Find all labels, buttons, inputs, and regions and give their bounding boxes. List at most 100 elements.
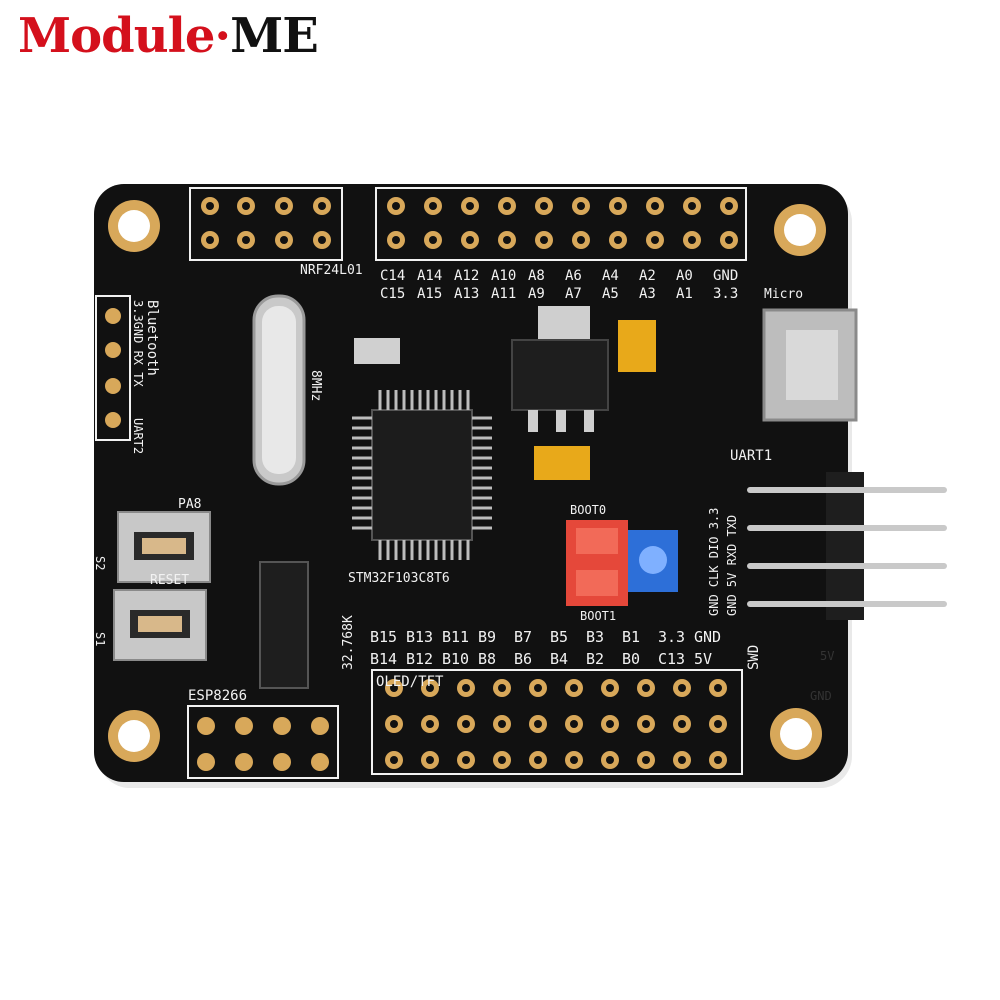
- swd-pins-row2: GND 5V RXD TXD: [725, 515, 739, 616]
- header-pad-hole: [540, 236, 548, 244]
- reset-label: RESET: [150, 573, 189, 588]
- header-pad-hole: [577, 236, 585, 244]
- header-pad-hole: [642, 756, 650, 764]
- header-pad-hole: [392, 202, 400, 210]
- pin-label: A1: [676, 286, 693, 302]
- header-pad-hole: [426, 756, 434, 764]
- uart1-label: UART1: [730, 448, 772, 464]
- bluetooth-header: [95, 295, 131, 441]
- bluetooth-label: Bluetooth: [144, 300, 160, 376]
- pin-label: A8: [528, 268, 545, 284]
- pin-label: C15: [380, 286, 405, 302]
- header-pad-hole: [498, 720, 506, 728]
- header-pad-hole: [606, 684, 614, 692]
- chip-label: STM32F103C8T6: [348, 571, 450, 586]
- boot1-label: BOOT1: [580, 609, 616, 623]
- header-pad-hole: [651, 202, 659, 210]
- bluetooth-pins-label: 3.3GND RX TX: [131, 300, 145, 387]
- pin-label: B10: [442, 650, 469, 668]
- header-pad-hole: [678, 720, 686, 728]
- header-pad-hole: [462, 756, 470, 764]
- top-header: [375, 187, 747, 261]
- 32k-crystal: [259, 561, 309, 689]
- crystal2-label: 32.768K: [341, 615, 356, 670]
- header-pad-hole: [570, 720, 578, 728]
- pin-label: 3.3: [713, 286, 738, 302]
- 5v-label: 5V: [820, 649, 834, 663]
- voltage-regulator: [511, 306, 609, 432]
- header-pad-hole: [678, 684, 686, 692]
- header-pad-hole: [534, 720, 542, 728]
- brand-logo-part1: Module: [18, 8, 215, 64]
- header-pad-hole: [429, 202, 437, 210]
- pin-label: GND: [694, 628, 721, 646]
- crystal-label: 8MHz: [308, 370, 323, 401]
- button-pa8: [117, 511, 211, 583]
- header-pad-hole: [534, 756, 542, 764]
- swd-label: SWD: [746, 645, 762, 670]
- boot0-label: BOOT0: [570, 503, 606, 517]
- nrf-header: [189, 187, 343, 261]
- header-pad-hole: [577, 202, 585, 210]
- header-pad-hole: [714, 720, 722, 728]
- header-pad-hole: [390, 756, 398, 764]
- s2-label: S2: [93, 556, 107, 570]
- pin-label: 3.3: [658, 628, 685, 646]
- header-pad-hole: [390, 684, 398, 692]
- header-pad-hole: [688, 236, 696, 244]
- pin-label: A9: [528, 286, 545, 302]
- esp-header: [187, 705, 339, 779]
- pin-label: A6: [565, 268, 582, 284]
- header-pad-hole: [725, 236, 733, 244]
- pin-label: A12: [454, 268, 479, 284]
- header-pad-hole: [642, 720, 650, 728]
- pin-label: B0: [622, 650, 640, 668]
- pin-label: B7: [514, 628, 532, 646]
- pin-label: B12: [406, 650, 433, 668]
- pin-label: C13: [658, 650, 685, 668]
- brand-logo-part2: ME: [230, 8, 319, 64]
- pin-label: B5: [550, 628, 568, 646]
- header-pad-hole: [466, 236, 474, 244]
- pin-label: B9: [478, 628, 496, 646]
- button-reset: [113, 589, 207, 661]
- mounting-holes: [108, 200, 826, 762]
- boot-jumpers: [566, 520, 678, 606]
- pin-label: A2: [639, 268, 656, 284]
- pin-label: A3: [639, 286, 656, 302]
- header-pad-hole: [426, 684, 434, 692]
- header-pad-hole: [714, 684, 722, 692]
- crystal-8mhz: [252, 294, 306, 486]
- header-pad-hole: [540, 202, 548, 210]
- pin-label: B1: [622, 628, 640, 646]
- pin-label: B8: [478, 650, 496, 668]
- tantalum-capacitor: [618, 320, 656, 372]
- gnd-label: GND: [810, 689, 832, 703]
- pin-label: C14: [380, 268, 405, 284]
- tantalum-capacitor-2: [534, 446, 590, 480]
- pin-label: 5V: [694, 650, 712, 668]
- header-pad-hole: [614, 236, 622, 244]
- pin-label: A7: [565, 286, 582, 302]
- header-pad-hole: [390, 720, 398, 728]
- pin-label: A5: [602, 286, 619, 302]
- header-pad-hole: [614, 202, 622, 210]
- uart2-label: UART2: [131, 418, 145, 454]
- pin-label: B11: [442, 628, 469, 646]
- pin-label: GND: [713, 268, 738, 284]
- pin-label: A4: [602, 268, 619, 284]
- brand-logo: Module·ME: [18, 8, 319, 64]
- uart-pin-header: [747, 472, 947, 620]
- micro-label: Micro: [764, 287, 803, 302]
- esp-label: ESP8266: [188, 688, 247, 704]
- pin-label: A11: [491, 286, 516, 302]
- pin-label: B3: [586, 628, 604, 646]
- header-pad-hole: [498, 756, 506, 764]
- header-pad-hole: [688, 202, 696, 210]
- stm32-chip: [352, 390, 492, 560]
- header-pad-hole: [570, 756, 578, 764]
- s1-label: S1: [93, 632, 107, 646]
- header-pad-hole: [606, 720, 614, 728]
